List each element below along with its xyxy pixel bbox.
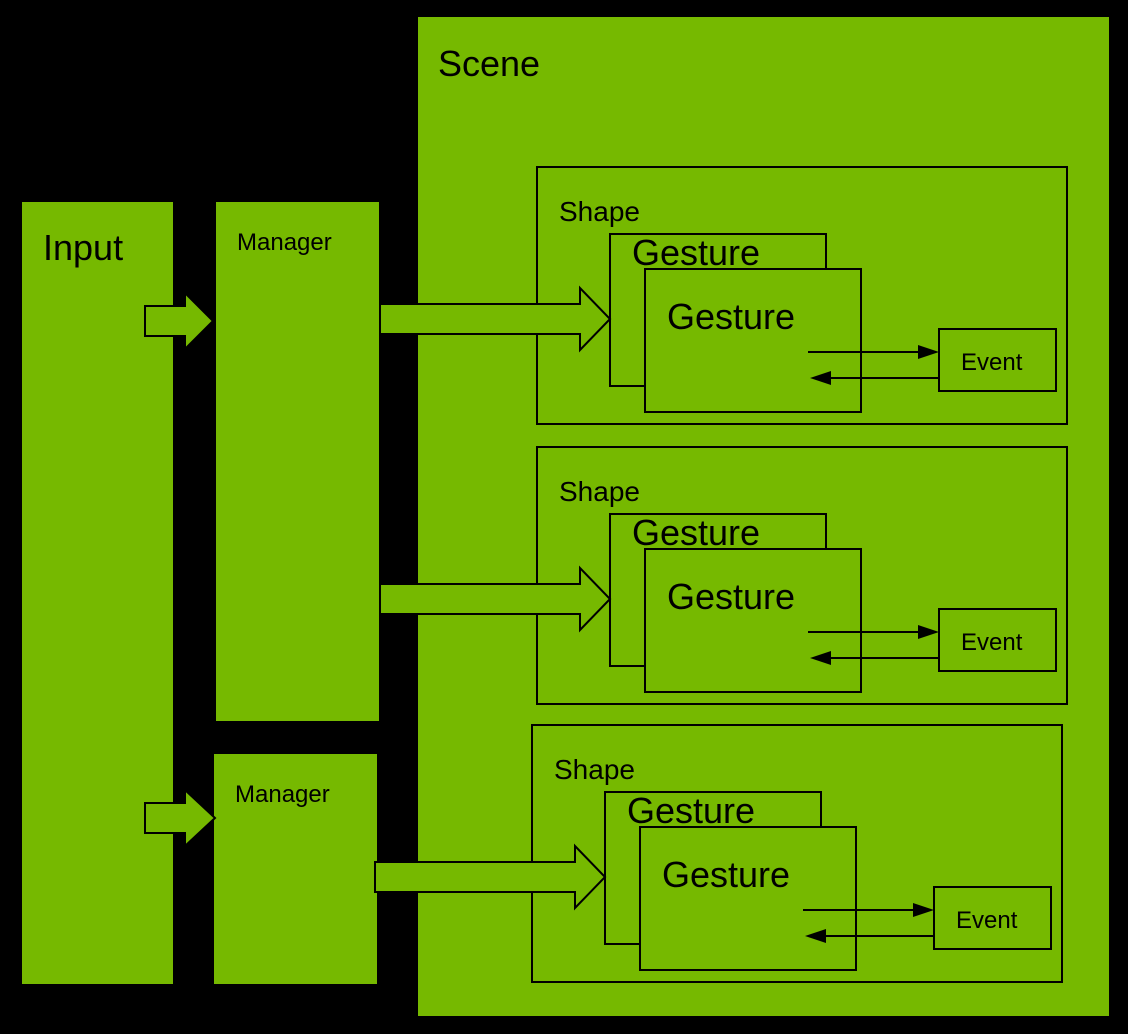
arrowhead-right-icon [913, 903, 934, 917]
arrowhead-left-icon [805, 929, 826, 943]
event-label: Event [961, 349, 1023, 376]
arrowhead-right-icon [918, 345, 939, 359]
manager-label: Manager [235, 781, 330, 808]
shape-label: Shape [554, 754, 635, 785]
input-label: Input [43, 227, 123, 268]
gesture-back-label: Gesture [627, 790, 755, 831]
block-arrow-input-to-manager-1 [144, 290, 215, 352]
shape-group-2: Shape Gesture Gesture Event [536, 446, 1068, 705]
gesture-front-label: Gesture [667, 576, 795, 617]
manager-label: Manager [237, 229, 332, 256]
gesture-front-label: Gesture [662, 854, 790, 895]
arrowhead-left-icon [810, 371, 831, 385]
shape-group-3: Shape Gesture Gesture Event [531, 724, 1063, 983]
shape-label: Shape [559, 196, 640, 227]
shape-label: Shape [559, 476, 640, 507]
arrowhead-left-icon [810, 651, 831, 665]
manager-block-1: Manager [216, 202, 379, 721]
event-box [933, 886, 1052, 950]
gesture-back-label: Gesture [632, 232, 760, 273]
block-arrow-manager-to-shape-3 [374, 843, 607, 911]
block-arrow-manager-to-shape-2 [379, 565, 612, 633]
gesture-back-label: Gesture [632, 512, 760, 553]
arrowhead-right-icon [918, 625, 939, 639]
event-box [938, 328, 1057, 392]
scene-label: Scene [438, 43, 540, 84]
manager-block-2: Manager [214, 754, 377, 984]
gesture-box-front [639, 826, 857, 971]
event-label: Event [961, 629, 1023, 656]
gesture-front-label: Gesture [667, 296, 795, 337]
gesture-box-front [644, 268, 862, 413]
shape-group-1: Shape Gesture Gesture Event [536, 166, 1068, 425]
event-box [938, 608, 1057, 672]
block-arrow-input-to-manager-2 [144, 787, 217, 849]
block-arrow-manager-to-shape-1 [379, 285, 612, 353]
event-label: Event [956, 907, 1018, 934]
gesture-box-front [644, 548, 862, 693]
